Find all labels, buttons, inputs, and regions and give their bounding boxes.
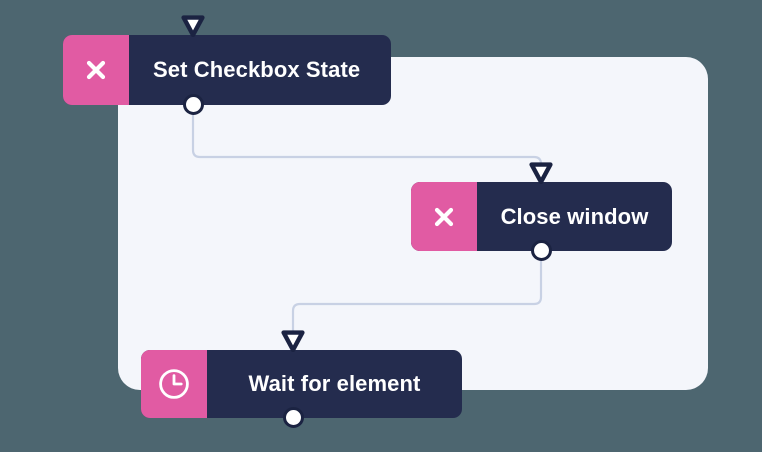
cross-icon: [434, 207, 454, 226]
output-port[interactable]: [182, 94, 204, 115]
node-close-window[interactable]: Close window: [411, 162, 672, 261]
node-icon-badge: [411, 182, 477, 251]
node-set-checkbox-state[interactable]: Set Checkbox State: [63, 15, 391, 115]
node-label: Set Checkbox State: [153, 57, 361, 82]
node-icon-badge: [63, 35, 129, 105]
output-port[interactable]: [282, 407, 304, 428]
output-port[interactable]: [530, 240, 552, 261]
cross-icon: [86, 60, 106, 80]
node-label: Close window: [500, 203, 649, 229]
node-label: Wait for element: [248, 371, 421, 396]
input-port[interactable]: [181, 15, 205, 37]
input-port[interactable]: [281, 330, 305, 352]
node-wait-for-element[interactable]: Wait for element: [141, 330, 462, 428]
clock-icon: [159, 369, 189, 399]
node-icon-badge: [141, 350, 207, 418]
input-port[interactable]: [529, 162, 553, 184]
